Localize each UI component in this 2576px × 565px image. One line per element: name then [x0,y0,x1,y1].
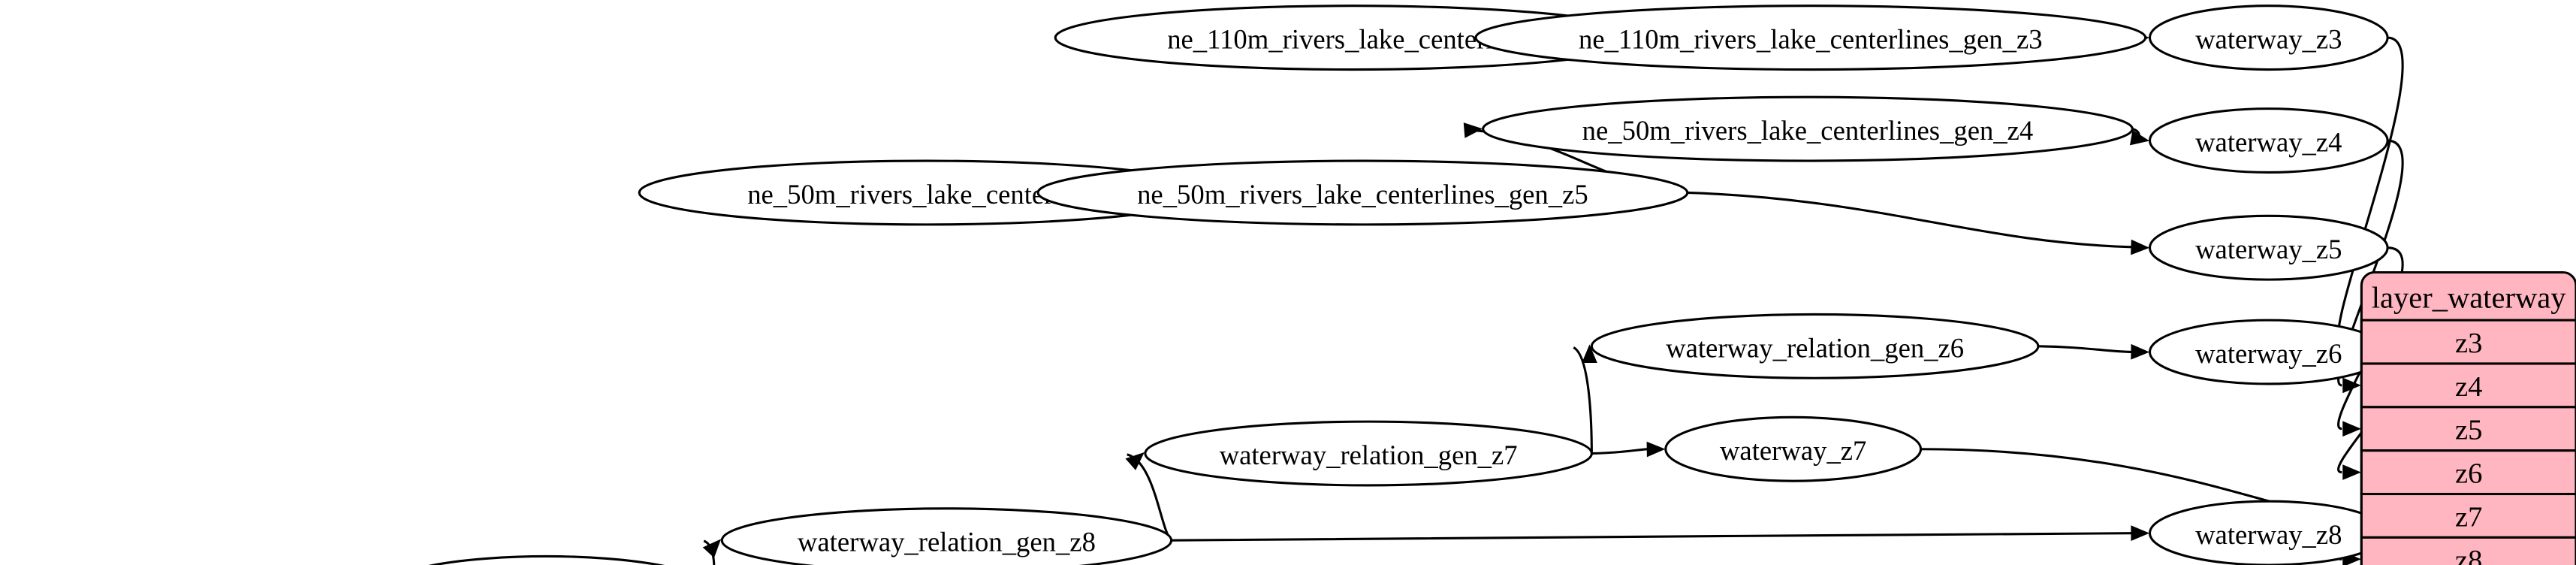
node-label: waterway_z8 [2195,519,2342,550]
graph-edge [702,539,722,565]
edge-line [1171,532,2132,542]
node-label: waterway_z6 [2195,338,2342,369]
graph-node-waterway_z8[interactable]: waterway_z8 [2149,500,2389,565]
node-layer: imposm3osm_waterway_relationosm_waterway… [383,5,2389,565]
edge-line [1687,191,2132,249]
layer-waterway-table[interactable]: layer_waterwayz3z4z5z6z7z8z9z10z11z12z13… [2360,270,2576,565]
graph-node-waterway_z5[interactable]: waterway_z5 [2148,214,2389,281]
table-row-z7[interactable]: z7 [2360,492,2576,539]
table-cell-label: z3 [2455,328,2482,359]
edge-arrowhead [2342,421,2361,437]
node-label: waterway_z3 [2195,24,2342,55]
graph-edge [1171,525,2150,542]
edge-line [2038,345,2132,354]
node-shape[interactable] [2148,107,2389,174]
graph-edge [2038,343,2150,360]
graph-node-waterway_relation_gen_z8[interactable]: waterway_relation_gen_z8 [720,507,1173,565]
graph-node-waterway_z6[interactable]: waterway_z6 [2148,319,2389,385]
graph-node-ne_50m_rivers_lake_centerlines_gen_z5[interactable]: ne_50m_rivers_lake_centerlines_gen_z5 [1036,159,1689,226]
node-label: waterway_relation_gen_z7 [1220,440,1518,470]
node-shape[interactable] [1036,159,1689,226]
table-cell-label: z6 [2455,458,2482,490]
node-label: waterway_z4 [2195,126,2342,157]
graph-node-ne_50m_rivers_lake_centerlines[interactable]: ne_50m_rivers_lake_centerlines [638,159,1215,226]
edge-arrowhead [1646,441,1666,458]
node-shape[interactable] [2148,214,2389,281]
table-header-label: layer_waterway [2372,281,2566,315]
table-cell-bg [2360,536,2576,565]
graph-edge [1573,344,1597,454]
node-shape[interactable] [1474,5,2147,71]
edge-arrowhead [2342,464,2361,480]
graph-node-waterway_z7[interactable]: waterway_z7 [1664,415,1923,482]
table-row-z4[interactable]: z4 [2360,362,2576,409]
node-shape[interactable] [383,554,710,565]
edge-line [703,539,716,565]
edge-arrowhead [2131,239,2150,255]
node-label: ne_50m_rivers_lake_centerlines_gen_z5 [1137,179,1588,210]
graph-node-waterway_relation[interactable]: waterway_relation [383,554,710,565]
graph-node-waterway_relation_gen_z7[interactable]: waterway_relation_gen_z7 [1144,420,1593,487]
table-row-z8[interactable]: z8 [2360,536,2576,565]
node-label: waterway_z7 [1720,435,1866,466]
table-cell-label: z8 [2455,545,2482,565]
node-label: ne_50m_rivers_lake_centerlines_gen_z4 [1582,115,2034,146]
node-label: waterway_relation_gen_z8 [798,527,1096,557]
node-shape[interactable] [720,507,1173,565]
node-shape[interactable] [1144,420,1593,487]
graph-node-ne_110m_rivers_lake_centerlines_gen_z3[interactable]: ne_110m_rivers_lake_centerlines_gen_z3 [1474,5,2147,71]
table-row-z3[interactable]: z3 [2360,319,2576,365]
edge-arrowhead [1125,452,1145,470]
edge-arrowhead [2131,343,2150,360]
node-shape[interactable] [1664,415,1923,482]
edge-arrowhead [1463,122,1483,138]
edge-arrowhead [2129,130,2150,146]
table-cell-bg [2360,449,2576,496]
table-cell-bg [2360,406,2576,452]
node-shape[interactable] [1482,95,2134,162]
edge-arrowhead [702,539,722,558]
table-row-z6[interactable]: z6 [2360,449,2576,496]
node-label: waterway_z5 [2195,234,2342,264]
table-cell-bg [2360,319,2576,365]
graph-node-waterway_z4[interactable]: waterway_z4 [2148,107,2389,174]
graph-edge [1687,191,2150,255]
graph-edge [2129,128,2150,146]
node-label: ne_110m_rivers_lake_centerlines_gen_z3 [1579,24,2043,55]
graph-node-ne_50m_rivers_lake_centerlines_gen_z4[interactable]: ne_50m_rivers_lake_centerlines_gen_z4 [1482,95,2134,162]
node-shape[interactable] [2148,5,2389,71]
edge-line [1573,346,1593,454]
table-cell-label: z7 [2455,501,2482,533]
node-label: waterway_relation_gen_z6 [1666,332,1964,363]
edge-arrowhead [1582,344,1597,364]
table-cell-label: z4 [2455,371,2482,403]
edge-line [1591,448,1648,455]
table-cell-bg [2360,492,2576,539]
graph-node-waterway_relation_gen_z6[interactable]: waterway_relation_gen_z6 [1590,313,2040,379]
edge-arrowhead [2131,525,2150,541]
table-layer: layer_waterwayz3z4z5z6z7z8z9z10z11z12z13… [2360,270,2576,565]
graph-edge [1591,441,1666,458]
table-row-z5[interactable]: z5 [2360,406,2576,452]
node-shape[interactable] [1590,313,2040,379]
table-cell-label: z5 [2455,415,2482,446]
graph-node-waterway_z3[interactable]: waterway_z3 [2148,5,2389,71]
